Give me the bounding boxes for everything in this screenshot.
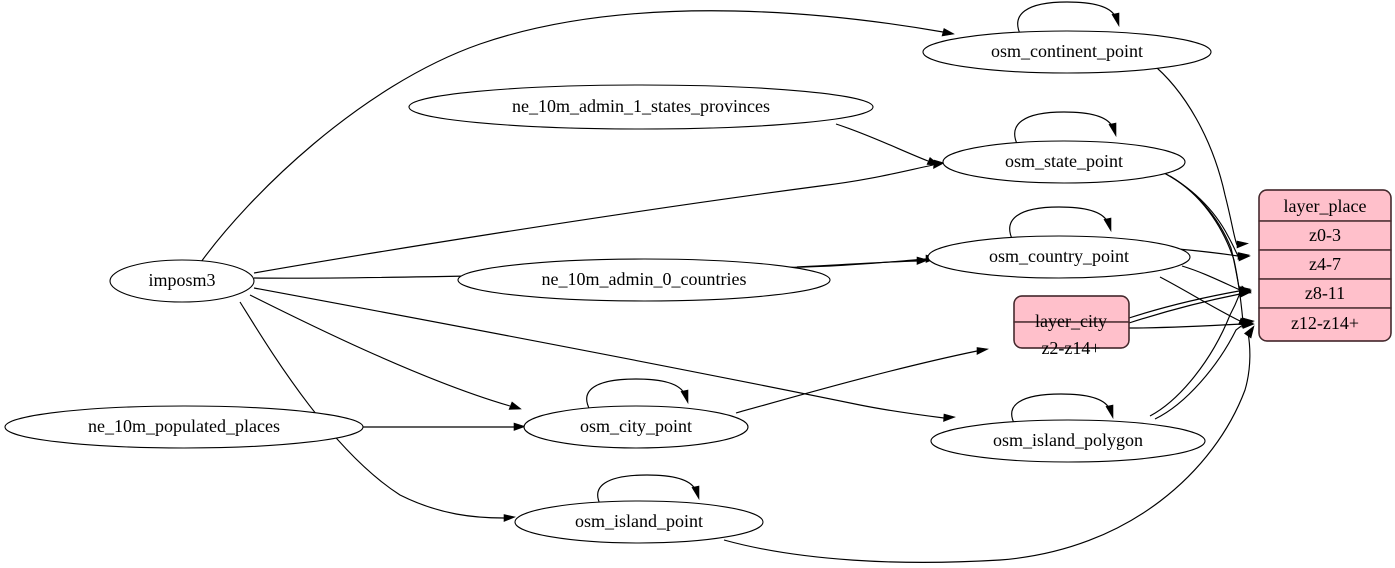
node-osm_continent_point[interactable]: osm_continent_point: [922, 30, 1212, 74]
node-layer_place[interactable]: layer_place z0-3 z4-7 z8-11 z12-z14+: [1258, 189, 1392, 342]
edge-self-osm_continent_point: [1017, 1, 1120, 37]
edge-ne_states-to-osm_state_point: [835, 123, 940, 166]
edge-imposm3-to-osm_state_point: [253, 159, 945, 274]
edge-layer_city-to-layer_place-z8-11: [1128, 286, 1251, 319]
edge-osm_island_polygon-to-layer_place-z8-11: [1149, 288, 1252, 417]
node-osm_state_point[interactable]: osm_state_point: [942, 140, 1186, 184]
edge-self-osm_state_point: [1014, 111, 1117, 147]
node-osm_island_polygon[interactable]: osm_island_polygon: [930, 419, 1206, 463]
edge-imposm3-to-osm_island_polygon: [253, 287, 956, 422]
edge-layer: [200, 1, 1255, 563]
edge-layer_city-to-layer_place-z12-z14: [1128, 320, 1254, 329]
node-osm_country_point[interactable]: osm_country_point: [927, 235, 1191, 279]
edge-osm_island_polygon-to-layer_place-z12-z14: [1154, 320, 1255, 420]
edge-imposm3-to-osm_island_point: [239, 301, 516, 522]
edge-ne_countries-to-osm_country_point: [796, 256, 929, 268]
node-layer_city[interactable]: layer_city z2-z14+: [1013, 295, 1130, 358]
edge-imposm3-to-osm_continent_point: [200, 10, 955, 263]
node-imposm3[interactable]: imposm3: [109, 259, 255, 303]
edge-layer_city-to-layer_place-z8-11-b: [1128, 289, 1252, 324]
node-osm_city_point[interactable]: osm_city_point: [523, 405, 749, 449]
edge-osm_country_point-to-layer_place-z4-7: [1177, 248, 1250, 260]
node-osm_island_point[interactable]: osm_island_point: [514, 500, 764, 544]
node-ne_10m_admin_0_countries[interactable]: ne_10m_admin_0_countries: [457, 258, 831, 302]
node-ne_10m_populated_places[interactable]: ne_10m_populated_places: [4, 405, 364, 449]
node-ne_10m_admin_1_states_provinces[interactable]: ne_10m_admin_1_states_provinces: [408, 84, 874, 130]
edge-osm_state_point-to-layer_place-z8-11: [1165, 173, 1252, 296]
edge-self-osm_island_polygon: [1011, 393, 1114, 426]
edge-self-osm_country_point: [1009, 206, 1112, 242]
edge-osm_city_point-to-layer_city: [735, 347, 990, 414]
edge-self-osm_island_point: [597, 474, 700, 507]
edge-ne_places-to-osm_city_point: [363, 422, 526, 431]
edge-self-osm_city_point: [586, 378, 689, 411]
edge-imposm3-to-osm_city_point: [249, 294, 522, 410]
node-layer: imposm3 ne_10m_admin_1_states_provinces …: [4, 30, 1392, 544]
edge-osm_island_point-to-layer_place-z12-z14: [723, 325, 1255, 563]
edge-osm_continent_point-to-layer_place-z0-3: [1149, 61, 1249, 249]
